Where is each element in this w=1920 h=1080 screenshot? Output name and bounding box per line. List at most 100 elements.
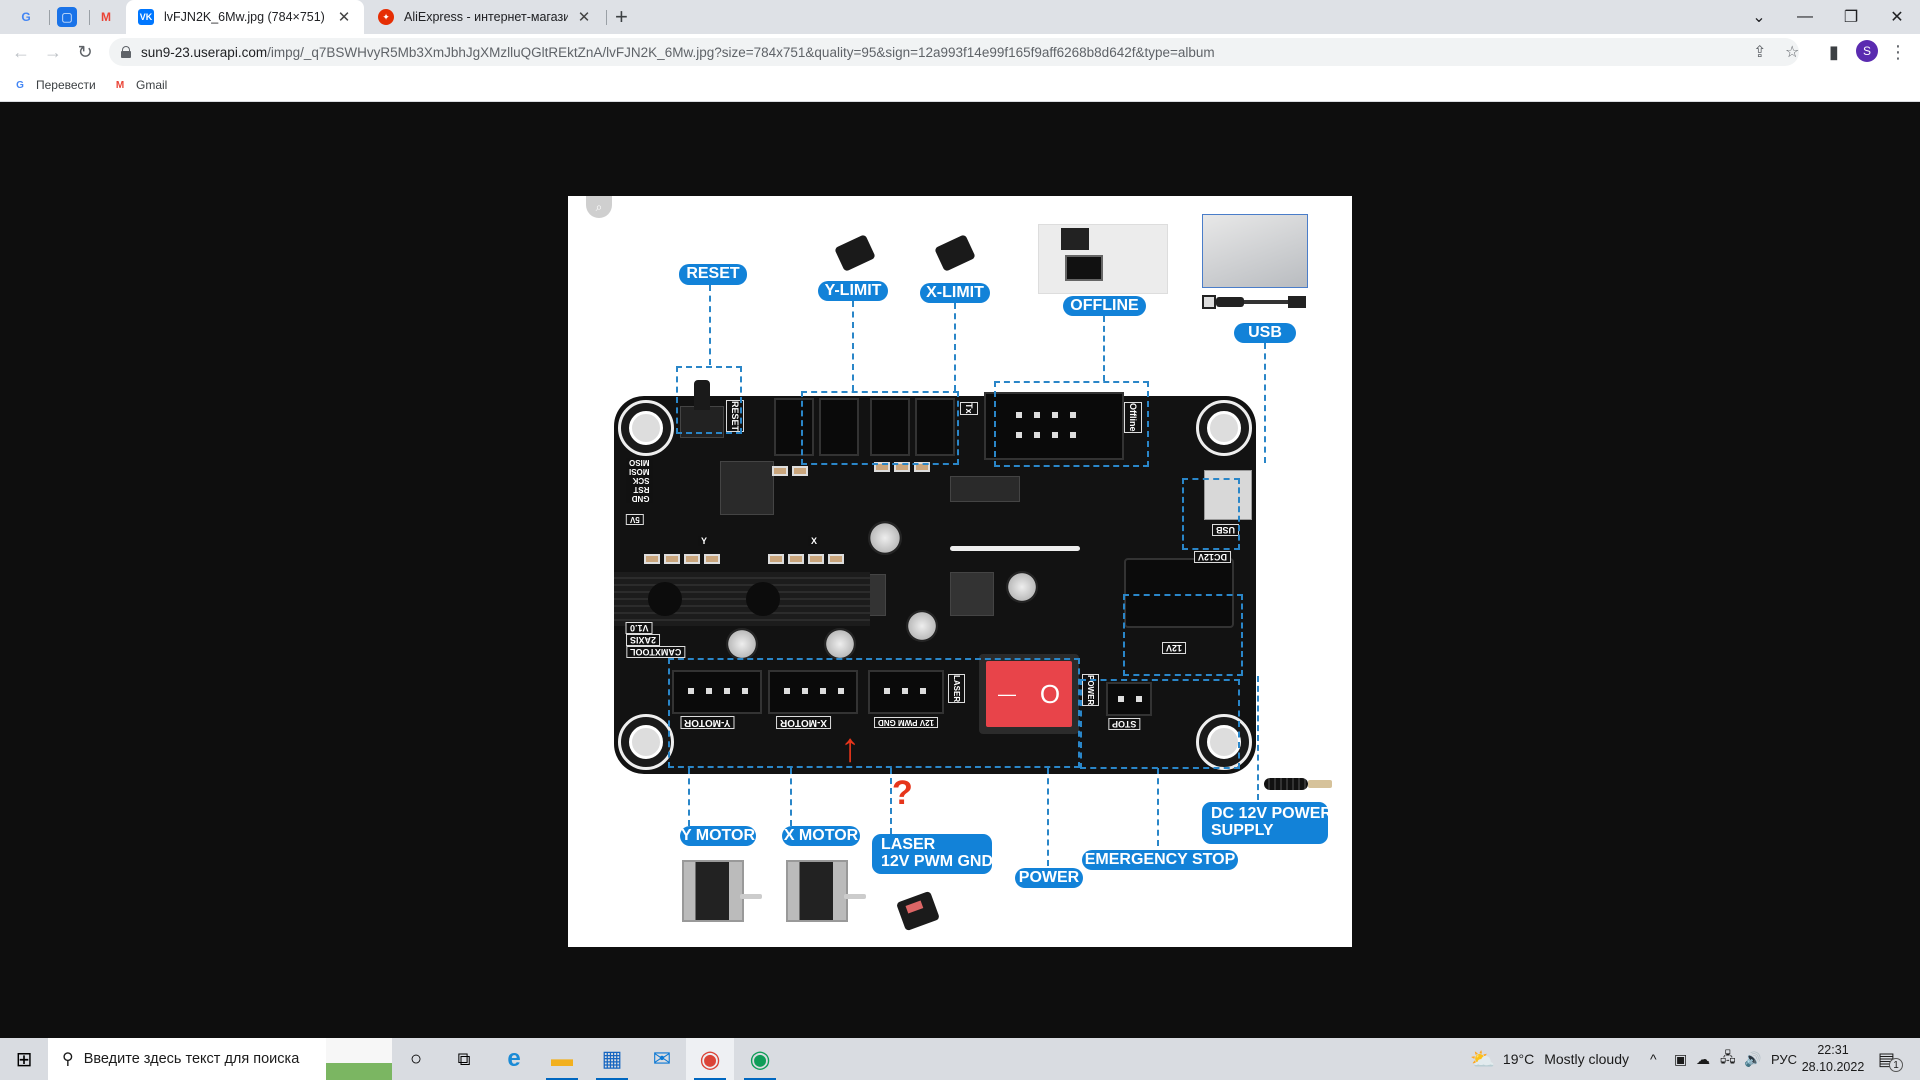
new-tab-button[interactable]: + — [615, 4, 628, 29]
offline-leader-line — [1103, 316, 1105, 381]
share-icon[interactable]: ⇪ — [1753, 44, 1767, 61]
mosfet — [950, 572, 994, 616]
taskbar-app-microsoft-store[interactable]: ▦ — [588, 1038, 636, 1080]
cortana-button[interactable]: ○ — [409, 1047, 423, 1070]
browser-menu-button[interactable]: ⋮ — [1889, 41, 1907, 62]
google-translate-icon: G — [21, 10, 31, 24]
bookmark-label: Gmail — [136, 78, 168, 92]
capacitor — [824, 628, 856, 660]
dc-power-label: DC 12V POWER SUPPLY — [1202, 802, 1332, 844]
url-path: /impg/_q7BSWHvyR5Mb3XmJbhJgXMzlluQGltREk… — [267, 44, 1215, 60]
silk-offline: Offline — [1124, 402, 1142, 433]
taskbar-app-chrome-c[interactable]: ◉ — [736, 1038, 784, 1080]
bookmark-gmail[interactable]: M Gmail — [112, 77, 168, 93]
gmail-icon: M — [101, 10, 111, 24]
smd-component — [792, 466, 808, 476]
power-switch-rocker: — O — [986, 661, 1072, 727]
clock-date: 28.10.2022 — [1801, 1060, 1865, 1074]
volume-icon[interactable]: 🔊 — [1744, 1050, 1762, 1067]
tab-title: AliExpress - интернет-магазин э — [404, 10, 568, 24]
notification-center[interactable]: ▤ 1 — [1878, 1038, 1904, 1080]
show-hidden-icons[interactable]: ^ — [1650, 1051, 1657, 1067]
viewed-image[interactable]: ⌕ RESET Y-LIMIT X-LIMIT OFFLINE USB RESE… — [568, 196, 1352, 947]
network-icon[interactable]: 🖧 — [1720, 1049, 1736, 1065]
laser-leader-line — [890, 768, 892, 834]
pinned-tab-messages[interactable]: ▢ — [57, 7, 77, 27]
restore-button[interactable]: ❐ — [1843, 9, 1859, 26]
taskbar-app-chrome-s[interactable]: ◉ — [686, 1038, 734, 1080]
red-question-annotation: ? — [892, 774, 913, 812]
smd-component — [704, 554, 720, 564]
bookmark-star-icon[interactable]: ☆ — [1785, 44, 1800, 61]
smd-component — [772, 466, 788, 476]
power-stop-highlight — [1080, 679, 1240, 769]
offline-label: OFFLINE — [1063, 296, 1146, 316]
close-tab-icon[interactable]: ✕ — [577, 9, 591, 26]
mount-hole — [618, 714, 674, 770]
silk-isp-miso: MISO — [626, 458, 653, 467]
zoom-magnifier-icon: ⌕ — [586, 196, 612, 218]
header-pins — [1016, 432, 1076, 438]
capacitor — [726, 628, 758, 660]
pinned-tab-gmail[interactable]: M — [96, 7, 116, 27]
power-leader-line — [1047, 768, 1049, 866]
laser-connector — [868, 670, 944, 714]
tab-separator — [49, 10, 50, 25]
switch-on-mark: O — [1039, 678, 1061, 709]
tab-separator — [606, 10, 607, 25]
x-limit-connector — [870, 398, 910, 456]
silk-dc12v: DC12V — [1194, 551, 1232, 563]
reload-button[interactable]: ↻ — [77, 41, 93, 62]
side-panel-button[interactable]: ▮ — [1829, 41, 1839, 62]
stop-connector — [1106, 682, 1152, 716]
tab-search-button[interactable]: ⌄ — [1752, 9, 1766, 26]
y-limit-switch-photo — [830, 226, 880, 276]
power-switch: — O — [979, 654, 1079, 734]
url-host: sun9-23.userapi.com — [141, 44, 268, 60]
silk-laser: LASER — [948, 674, 965, 704]
capacitor — [1006, 571, 1038, 603]
smd-component — [684, 554, 700, 564]
meet-now-icon[interactable]: ▣ — [1674, 1050, 1688, 1067]
back-button[interactable]: ← — [12, 41, 30, 62]
bookmark-translate[interactable]: G Перевести — [12, 77, 96, 93]
usb-serial-chip — [950, 476, 1020, 502]
offline-highlight — [994, 381, 1149, 467]
silk-tx: Tx — [960, 402, 978, 415]
taskbar-app-file-explorer[interactable]: ▬ — [538, 1038, 586, 1080]
silk-2axis: 2AXIS — [626, 634, 661, 646]
close-window-button[interactable]: ✕ — [1890, 9, 1904, 26]
usb-leader-line — [1264, 343, 1266, 463]
onedrive-icon[interactable]: ☁ — [1696, 1050, 1710, 1067]
taskbar-app-mail[interactable]: ✉ — [652, 1046, 672, 1071]
tab-aliexpress[interactable]: ✦ AliExpress - интернет-магазин э ✕ — [366, 0, 604, 34]
pinned-tab-google-translate[interactable]: G — [16, 7, 36, 27]
emergency-stop-leader-line — [1157, 768, 1159, 846]
lock-icon[interactable] — [121, 46, 131, 58]
weather-icon: ⛅ — [1470, 1048, 1495, 1071]
reset-label: RESET — [679, 264, 747, 285]
reset-button-plunger — [694, 380, 710, 410]
tab-image[interactable]: VK lvFJN2K_6Mw.jpg (784×751) ✕ — [126, 0, 364, 34]
start-button[interactable]: ⊞ — [15, 1048, 33, 1071]
task-view-button[interactable]: ⧉ — [457, 1048, 471, 1069]
address-bar[interactable]: sun9-23.userapi.com/impg/_q7BSWHvyR5Mb3X… — [109, 38, 1799, 66]
y-motor-connector — [672, 670, 762, 714]
weather-widget[interactable]: ⛅ 19°C Mostly cloudy — [1470, 1038, 1629, 1080]
silk-version: V1.0 — [626, 622, 653, 634]
red-arrow-annotation: ↑ — [840, 726, 860, 770]
clock[interactable]: 22:31 28.10.2022 — [1800, 1042, 1866, 1076]
profile-avatar[interactable]: S — [1856, 40, 1878, 62]
close-tab-icon[interactable]: ✕ — [337, 9, 351, 26]
silk-x: X — [808, 536, 821, 546]
input-language[interactable]: РУС — [1771, 1051, 1798, 1067]
silk-reset: RESET — [726, 400, 744, 433]
heatsink-screw — [746, 582, 780, 616]
taskbar-app-edge[interactable]: e — [507, 1045, 521, 1072]
forward-button[interactable]: → — [44, 41, 62, 62]
minimize-button[interactable]: — — [1797, 8, 1813, 25]
laptop-usb-photo — [1202, 214, 1308, 288]
url-text[interactable]: sun9-23.userapi.com/impg/_q7BSWHvyR5Mb3X… — [141, 45, 1215, 60]
silk-isp-sck: SCK — [626, 476, 653, 485]
taskbar-search-box[interactable]: ⚲ Введите здесь текст для поиска — [48, 1038, 392, 1080]
